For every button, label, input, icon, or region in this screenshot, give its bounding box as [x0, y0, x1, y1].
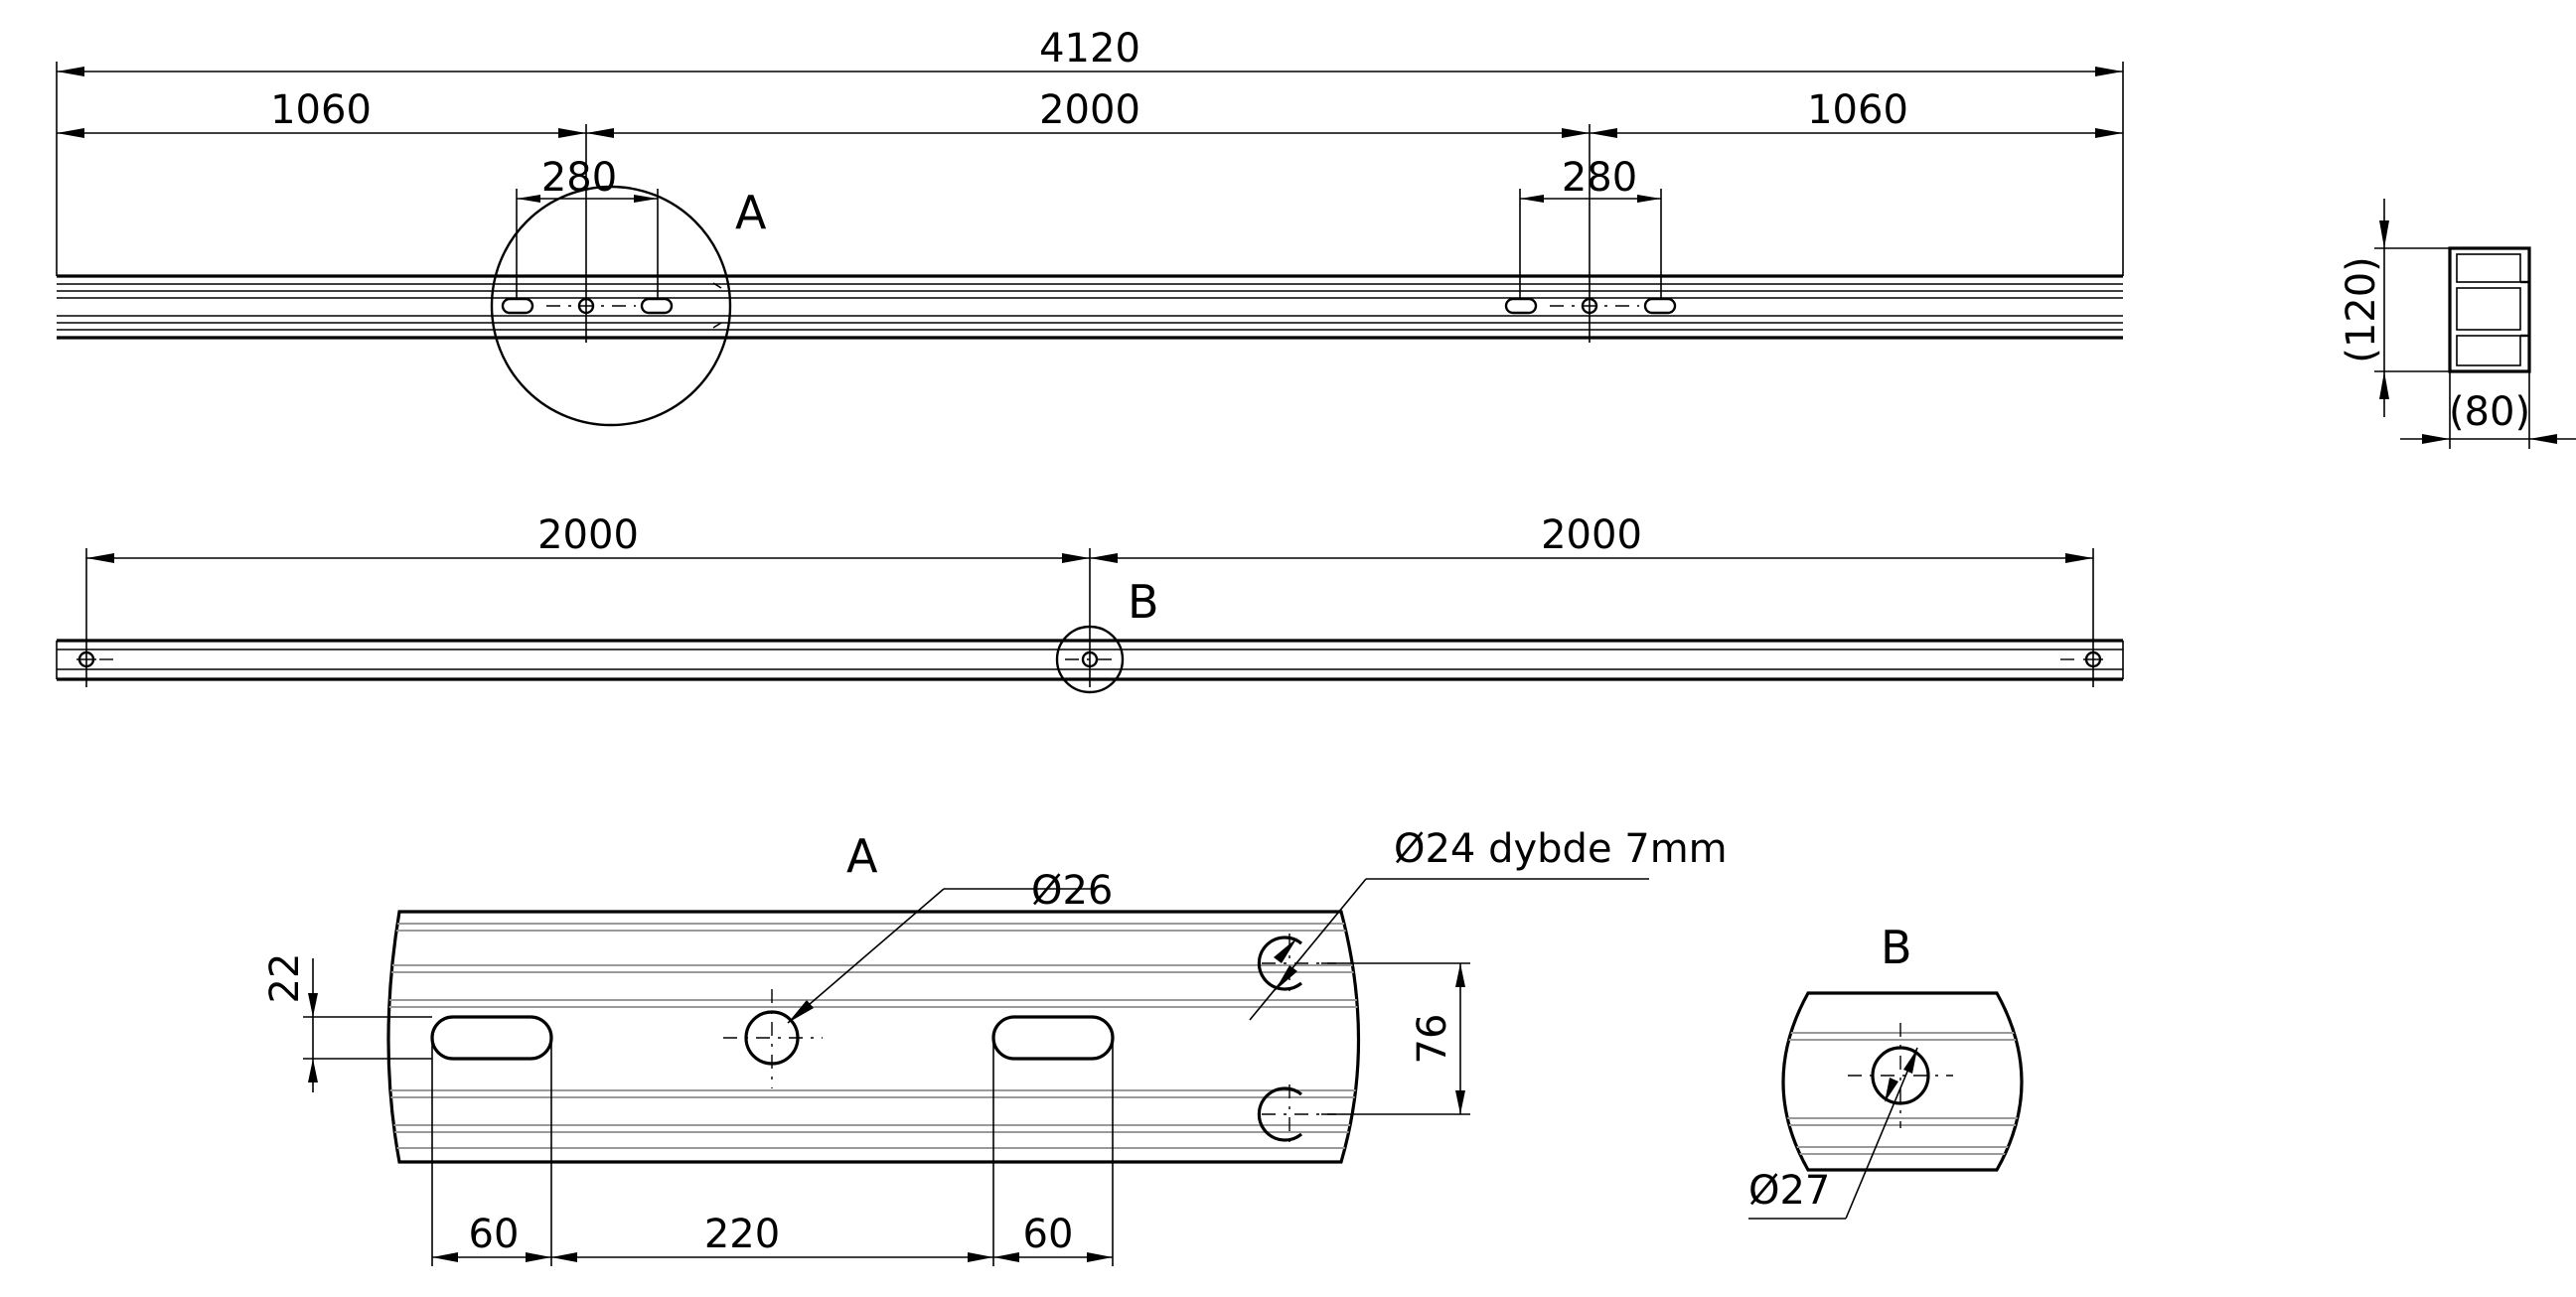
side-right-span-label: 2000 — [1541, 512, 1642, 558]
detail-a-blind-hole-label: Ø24 dybde 7mm — [1394, 826, 1728, 872]
detail-b-marker-label: B — [1128, 575, 1159, 629]
side-holes — [76, 650, 2103, 668]
top-slots-and-holes — [501, 282, 1677, 329]
detail-a-slot-width-left-label: 60 — [469, 1212, 520, 1257]
detail-b: B Ø27 — [1748, 921, 2024, 1220]
detail-a-blind-hole-top — [1257, 936, 1303, 991]
detail-a-slot-spacing-label: 220 — [704, 1212, 780, 1257]
section-width-label: (80) — [2449, 389, 2530, 435]
detail-a-bottom-dims — [431, 1038, 1114, 1266]
detail-a-slot-left — [430, 1015, 553, 1061]
section-dimension-lines — [2374, 199, 2576, 449]
detail-b-grooves — [1783, 1032, 2022, 1155]
detail-a-slot-width-right-label: 60 — [1023, 1212, 1074, 1257]
side-dimension-lines — [85, 548, 2094, 687]
section-height-label: (120) — [2339, 256, 2384, 363]
detail-b-title: B — [1881, 921, 1912, 974]
slot-span-left-label: 280 — [541, 155, 617, 201]
section-view: (120) (80) — [2339, 199, 2576, 449]
detail-a-slot-height-label: 22 — [262, 953, 308, 1004]
detail-b-marker-circle — [1055, 625, 1125, 694]
detail-a: A — [262, 826, 1728, 1266]
detail-a-blind-spacing-label: 76 — [1410, 1014, 1455, 1065]
detail-a-slot-height-dim — [303, 958, 432, 1092]
detail-a-title: A — [846, 829, 878, 883]
detail-a-marker-circle — [490, 185, 732, 427]
detail-a-blind-hole-bottom — [1257, 1086, 1303, 1142]
side-view: 2000 2000 B — [56, 512, 2124, 694]
right-offset-label: 1060 — [1807, 87, 1908, 133]
detail-a-hole-diameter-label: Ø26 — [1031, 868, 1113, 914]
side-left-span-label: 2000 — [537, 512, 639, 558]
detail-a-blind-spacing-dim — [1321, 962, 1470, 1115]
overall-length-label: 4120 — [1039, 26, 1140, 72]
top-view: 4120 1060 2000 1060 280 280 A — [56, 26, 2124, 427]
detail-a-grooves — [388, 923, 1359, 1149]
detail-a-marker-label: A — [735, 186, 767, 239]
top-dimension-lines — [57, 67, 2123, 203]
detail-a-slot-right — [991, 1015, 1115, 1061]
top-profile-body — [57, 274, 2123, 340]
left-offset-label: 1060 — [270, 87, 372, 133]
detail-b-hole-diameter-label: Ø27 — [1748, 1168, 1830, 1214]
top-extension-lines — [56, 62, 2124, 343]
center-span-label: 2000 — [1039, 87, 1140, 133]
slot-span-right-label: 280 — [1562, 155, 1637, 201]
section-profile — [2448, 246, 2531, 373]
